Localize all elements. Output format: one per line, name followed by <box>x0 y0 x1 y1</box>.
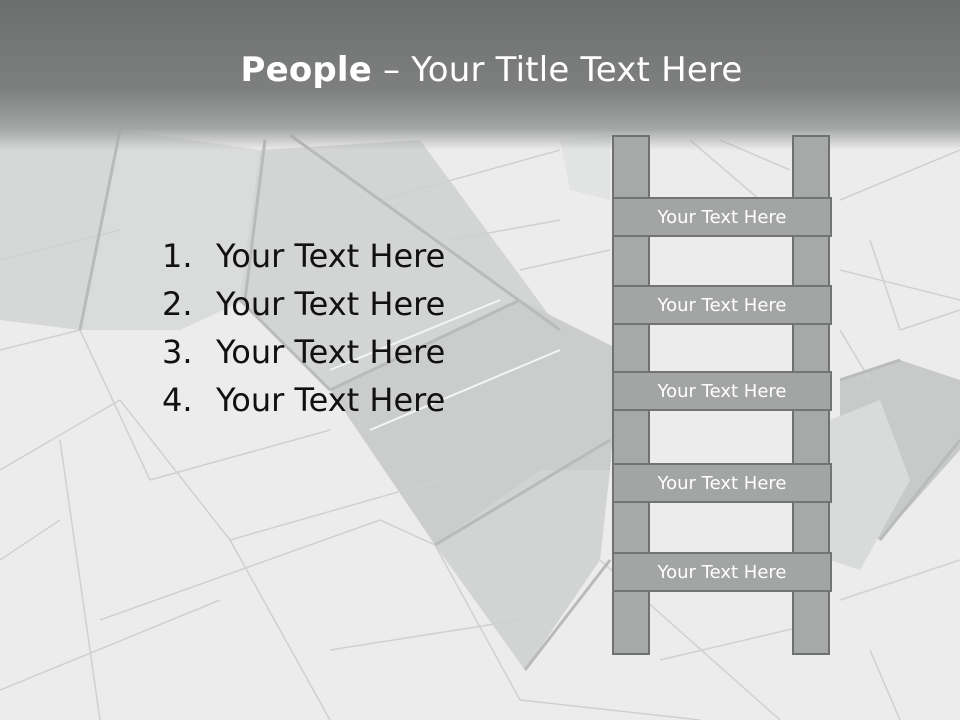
list-item-text: Your Text Here <box>216 237 446 275</box>
title-bold-part: People <box>240 50 373 90</box>
list-item-number: 3. <box>162 333 193 371</box>
ladder-rung: Your Text Here <box>612 371 832 411</box>
list-item-text: Your Text Here <box>216 333 446 371</box>
list-item-text: Your Text Here <box>216 285 446 323</box>
ladder-rung: Your Text Here <box>612 197 832 237</box>
ladder-rung: Your Text Here <box>612 285 832 325</box>
list-item: 1. Your Text Here <box>162 232 445 280</box>
list-item-number: 2. <box>162 285 193 323</box>
list-item-text: Your Text Here <box>216 381 446 419</box>
list-item-number: 4. <box>162 381 193 419</box>
slide-title: People – Your Title Text Here <box>0 50 960 90</box>
title-rest-part: – Your Title Text Here <box>372 50 743 90</box>
title-bar <box>0 0 960 150</box>
ladder-diagram: Your Text Here Your Text Here Your Text … <box>610 135 835 660</box>
list-item-number: 1. <box>162 237 193 275</box>
list-item: 3. Your Text Here <box>162 328 445 376</box>
numbered-list: 1. Your Text Here 2. Your Text Here 3. Y… <box>162 232 445 424</box>
ladder-rung: Your Text Here <box>612 463 832 503</box>
ladder-rung: Your Text Here <box>612 552 832 592</box>
list-item: 2. Your Text Here <box>162 280 445 328</box>
list-item: 4. Your Text Here <box>162 376 445 424</box>
